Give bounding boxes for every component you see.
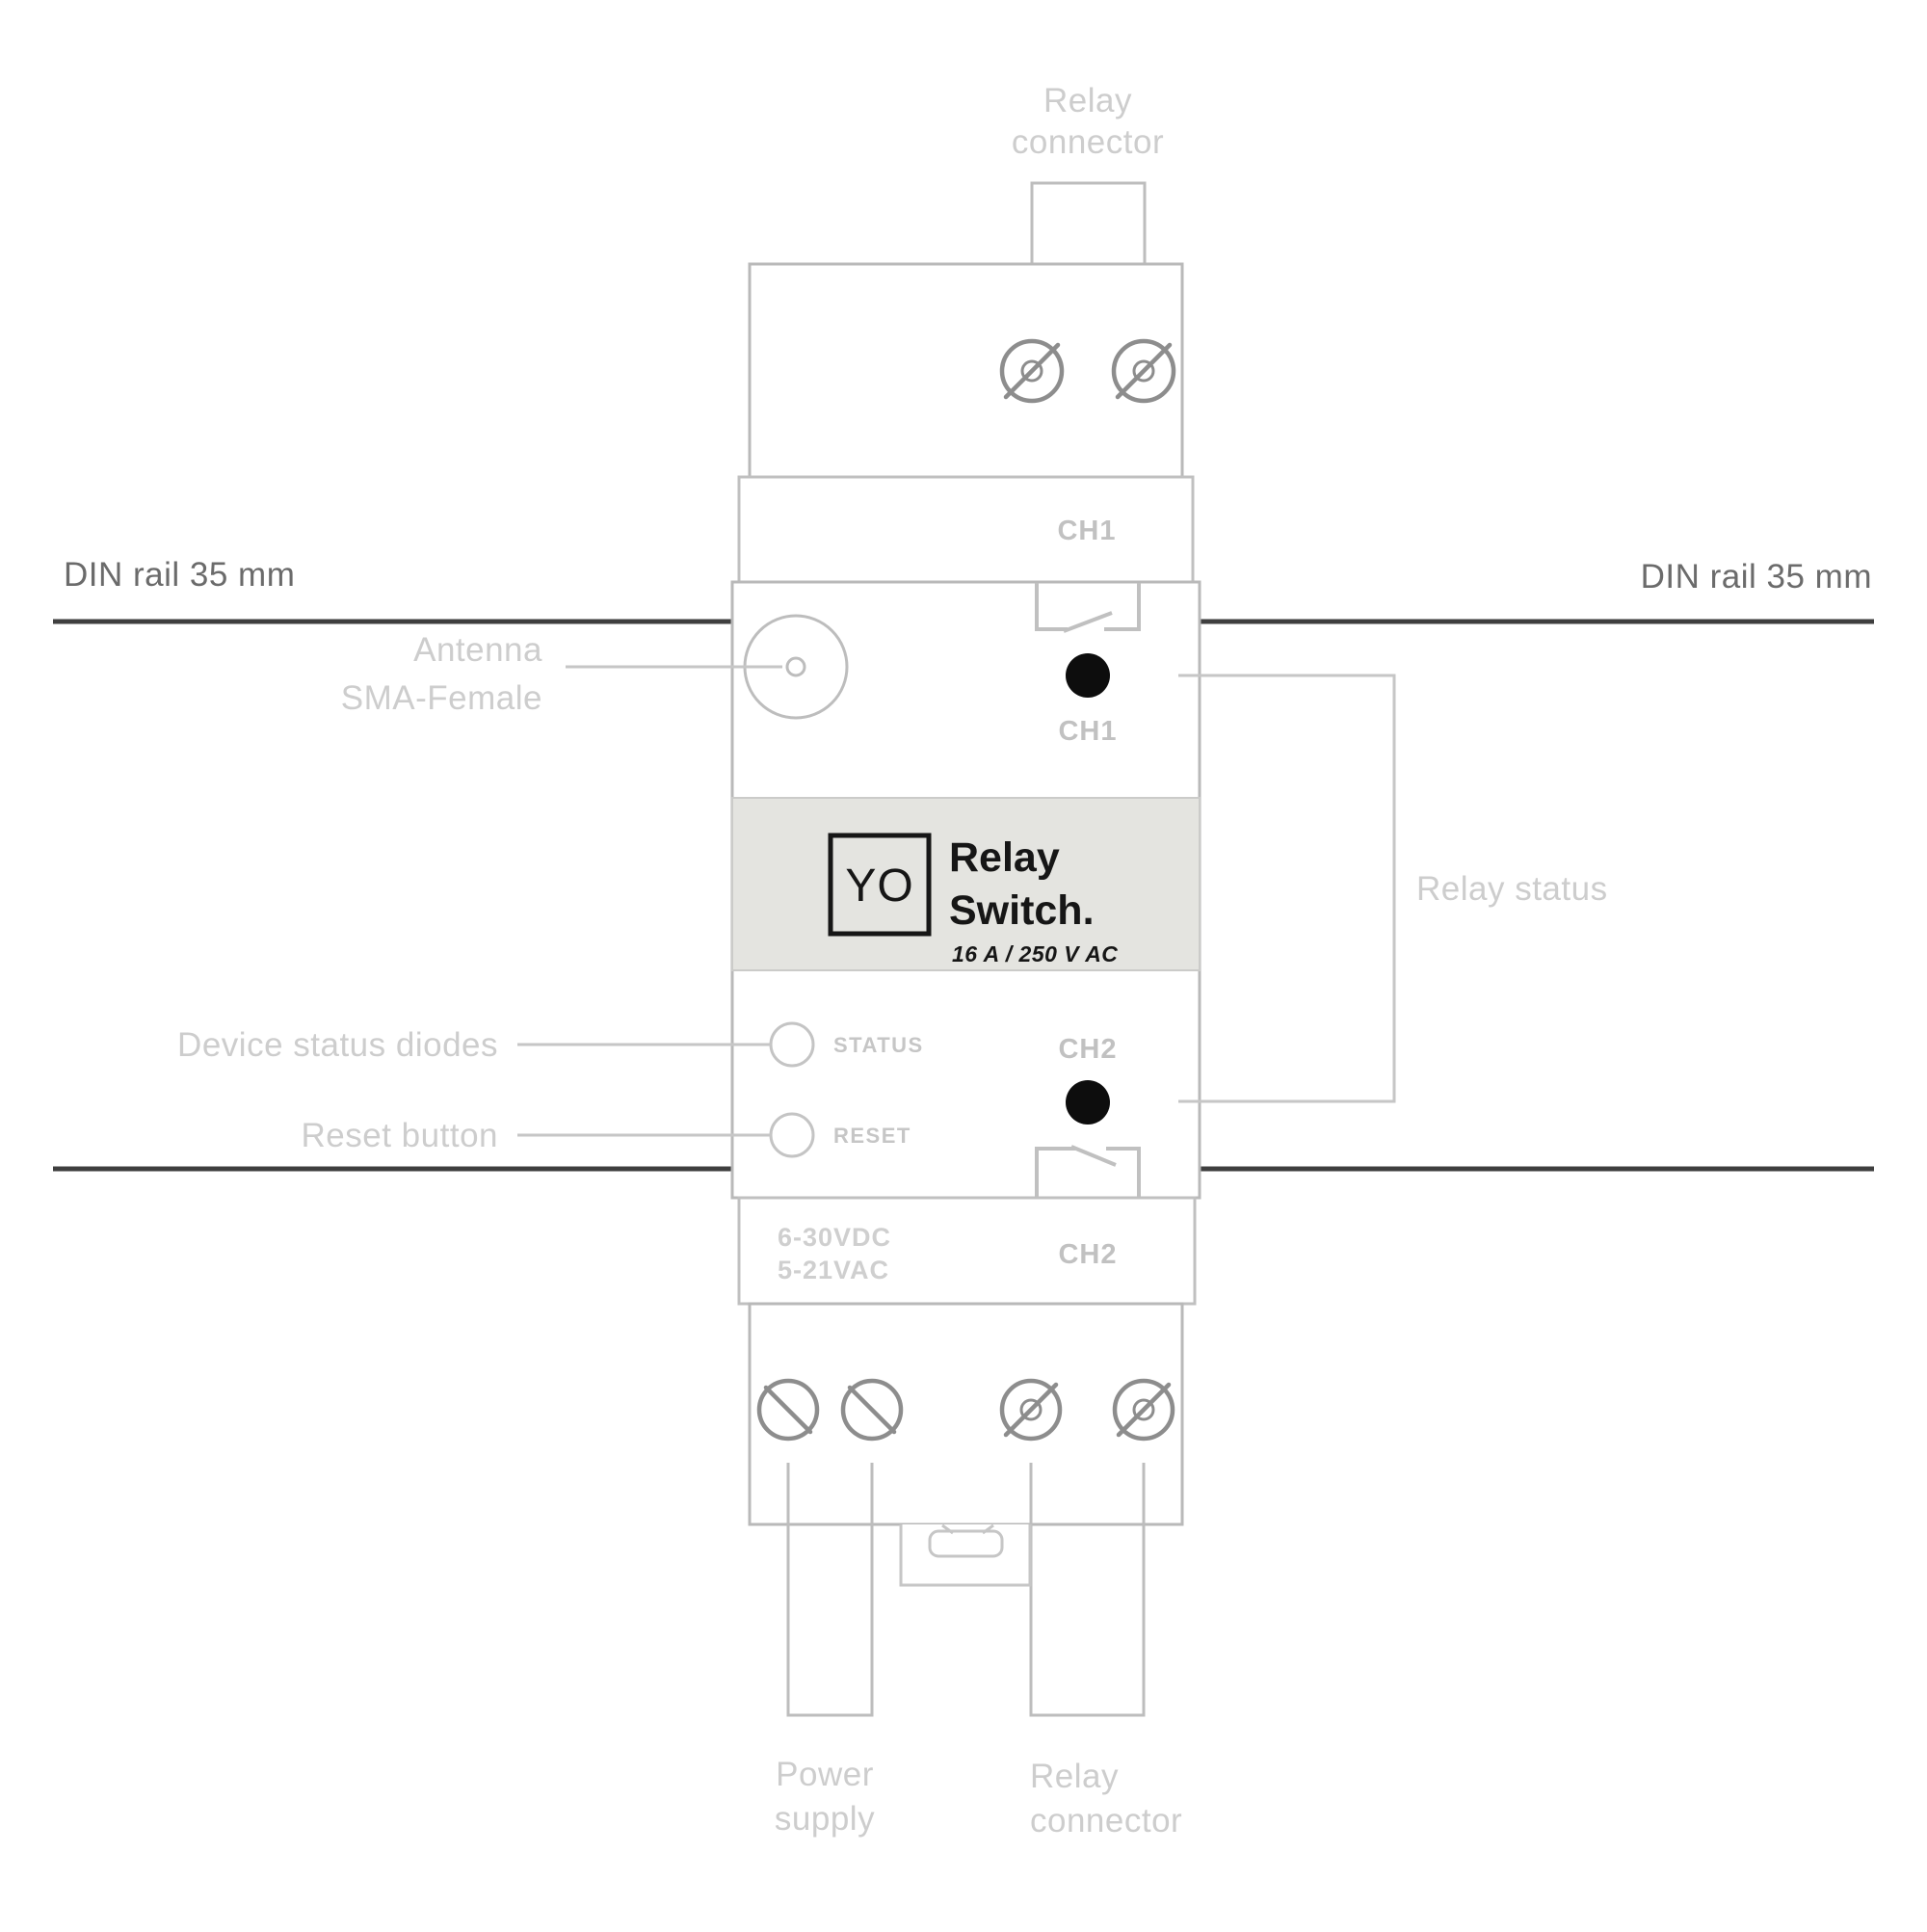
annotation-line: connector — [1012, 123, 1164, 161]
ch2-band — [737, 1196, 1197, 1306]
power-screw-icon — [840, 1378, 904, 1442]
annotation-line: connector — [1030, 1802, 1182, 1839]
ch1-led-indicator — [1066, 653, 1110, 698]
annotation-line: SMA-Female — [341, 679, 542, 717]
relay-screw-icon — [1111, 338, 1176, 404]
status-label: STATUS — [833, 1033, 924, 1057]
annotation-line: Relay — [1043, 82, 1132, 119]
annotation-line: supply — [775, 1800, 875, 1838]
status-led — [769, 1021, 815, 1068]
antenna-label: Antenna SMA-Female — [341, 631, 542, 717]
ch2-relay-contact-symbol — [1035, 1145, 1141, 1197]
reset-button-label: Reset button — [302, 1117, 498, 1154]
annotation-line: Power — [776, 1756, 874, 1793]
relay-screw-icon — [999, 338, 1065, 404]
relay-screw-icon — [999, 1378, 1063, 1442]
ch2-led-label: CH2 — [1058, 1034, 1117, 1065]
bottom-terminal-block — [748, 1302, 1184, 1526]
top-terminal-block — [748, 262, 1184, 479]
reset-label: RESET — [833, 1124, 911, 1148]
ch2-led-indicator — [1066, 1080, 1110, 1125]
power-input-line1: 6-30VDC — [778, 1223, 891, 1252]
device-label-band — [731, 797, 1201, 971]
logo-square — [828, 833, 932, 937]
annotation-line: Antenna — [413, 631, 542, 669]
ch1-band-label: CH1 — [1057, 516, 1116, 546]
din-rail-label-left: DIN rail 35 mm — [64, 556, 295, 594]
ch1-relay-contact-symbol — [1035, 583, 1141, 633]
reset-button-circle — [769, 1112, 815, 1158]
power-screw-icon — [756, 1378, 820, 1442]
product-name-line2: Switch. — [949, 887, 1095, 934]
device-status-diodes-label: Device status diodes — [177, 1026, 498, 1064]
ch1-band — [737, 475, 1195, 584]
power-supply-wire-loop — [786, 1463, 874, 1717]
din-rail-clip — [899, 1523, 1032, 1587]
top-relay-wire-loop — [1030, 181, 1147, 323]
relay-connector-bottom-label: Relay connector — [1030, 1758, 1182, 1839]
bottom-relay-wire-loop — [1029, 1463, 1146, 1717]
brand-logo: YO Relay Switch. 16 A / 250 V AC — [828, 833, 1118, 966]
relay-screw-icon — [1112, 1378, 1175, 1442]
product-name-line1: Relay — [949, 834, 1060, 881]
annotation-line: Relay — [1030, 1758, 1119, 1795]
din-rail-label-right: DIN rail 35 mm — [1641, 558, 1872, 595]
power-supply-label: Power supply — [775, 1756, 875, 1838]
relay-status-label: Relay status — [1416, 870, 1608, 908]
relay-status-bracket — [1178, 674, 1396, 1103]
ch2-band-label: CH2 — [1058, 1239, 1117, 1270]
product-rating: 16 A / 250 V AC — [952, 941, 1118, 966]
power-input-line2: 5-21VAC — [778, 1256, 889, 1284]
relay-connector-top-label: Relay connector — [1012, 82, 1164, 161]
ch1-led-label: CH1 — [1058, 716, 1117, 747]
logo-mark: YO — [845, 860, 913, 912]
